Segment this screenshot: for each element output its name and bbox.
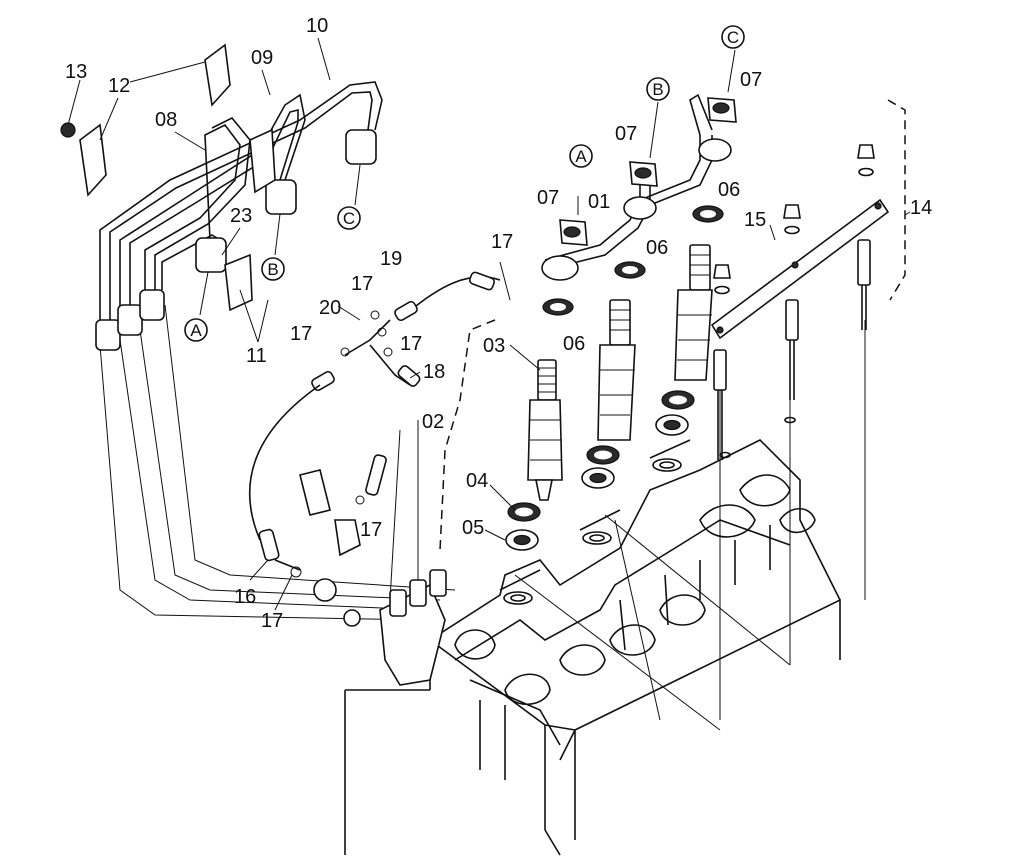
label-09: 09: [251, 47, 273, 69]
label-02: 02: [422, 411, 444, 433]
ref-circle-b-right: [646, 77, 670, 101]
nut-c-left: [345, 129, 377, 165]
cylinder-head: [344, 416, 841, 856]
injection-pipes-assembly: [60, 43, 383, 351]
label-06-c: 06: [718, 179, 740, 201]
leak-off-hoses: [248, 271, 501, 686]
clamp-11-upper: [249, 128, 276, 194]
ref-letter-a-right: A: [575, 147, 587, 166]
ref-letter-c-left: C: [343, 209, 355, 228]
injector-pipe-01: [541, 93, 732, 281]
label-01: 01: [588, 191, 610, 213]
label-12: 12: [108, 75, 130, 97]
reference-letters: C B A A B C: [184, 25, 745, 342]
dashed-leaders: [439, 49, 736, 551]
label-04: 04: [466, 470, 488, 492]
label-03: 03: [483, 335, 505, 357]
label-07-a: 07: [537, 187, 559, 209]
label-08: 08: [155, 109, 177, 131]
bolt-13: [60, 122, 76, 138]
part-number-labels: 01 02 03 04 05 06 06 06 07 07 07 08 09 1…: [65, 15, 932, 632]
label-06-b: 06: [646, 237, 668, 259]
ref-circle-a-left: [184, 318, 208, 342]
label-17-f: 17: [261, 610, 283, 632]
label-13: 13: [65, 61, 87, 83]
nut-a-left: [195, 237, 227, 273]
pipe-leader-lines: [99, 304, 866, 731]
label-06-a: 06: [563, 333, 585, 355]
label-07-c: 07: [740, 69, 762, 91]
ref-letter-b-left: B: [267, 260, 278, 279]
label-16: 16: [234, 586, 256, 608]
clamp-12-upper: [204, 43, 231, 107]
label-17-d: 17: [400, 333, 422, 355]
label-17-c: 17: [290, 323, 312, 345]
label-17-b: 17: [351, 273, 373, 295]
injector-3: [655, 205, 724, 436]
label-17-a: 17: [491, 231, 513, 253]
label-15: 15: [744, 209, 766, 231]
injector-2: [581, 261, 646, 489]
label-05: 05: [462, 517, 484, 539]
label-17-e: 17: [360, 519, 382, 541]
label-14: 14: [910, 197, 932, 219]
ref-circle-c-left: [337, 206, 361, 230]
label-11: 11: [246, 345, 267, 367]
glow-plugs: [713, 99, 906, 460]
clamp-12-lower: [79, 123, 107, 197]
label-10: 10: [306, 15, 328, 37]
ref-letter-c-right: C: [727, 28, 739, 47]
label-07-b: 07: [615, 123, 637, 145]
clamp-11-lower: [224, 253, 253, 312]
nuts-07: [559, 97, 737, 246]
injector-1: [505, 298, 574, 551]
label-19: 19: [380, 248, 402, 270]
label-23: 23: [230, 205, 252, 227]
label-18: 18: [423, 361, 445, 383]
ref-circle-c-right: [721, 25, 745, 49]
ref-letter-b-right: B: [652, 80, 663, 99]
label-20: 20: [319, 297, 341, 319]
label-leader-lines: [67, 37, 911, 611]
nut-b-left: [265, 179, 297, 215]
ref-circle-b-left: [261, 257, 285, 281]
ref-letter-a-left: A: [190, 321, 202, 340]
ref-circle-a-right: [569, 144, 593, 168]
glow-plug-bus-bar: [710, 198, 890, 340]
